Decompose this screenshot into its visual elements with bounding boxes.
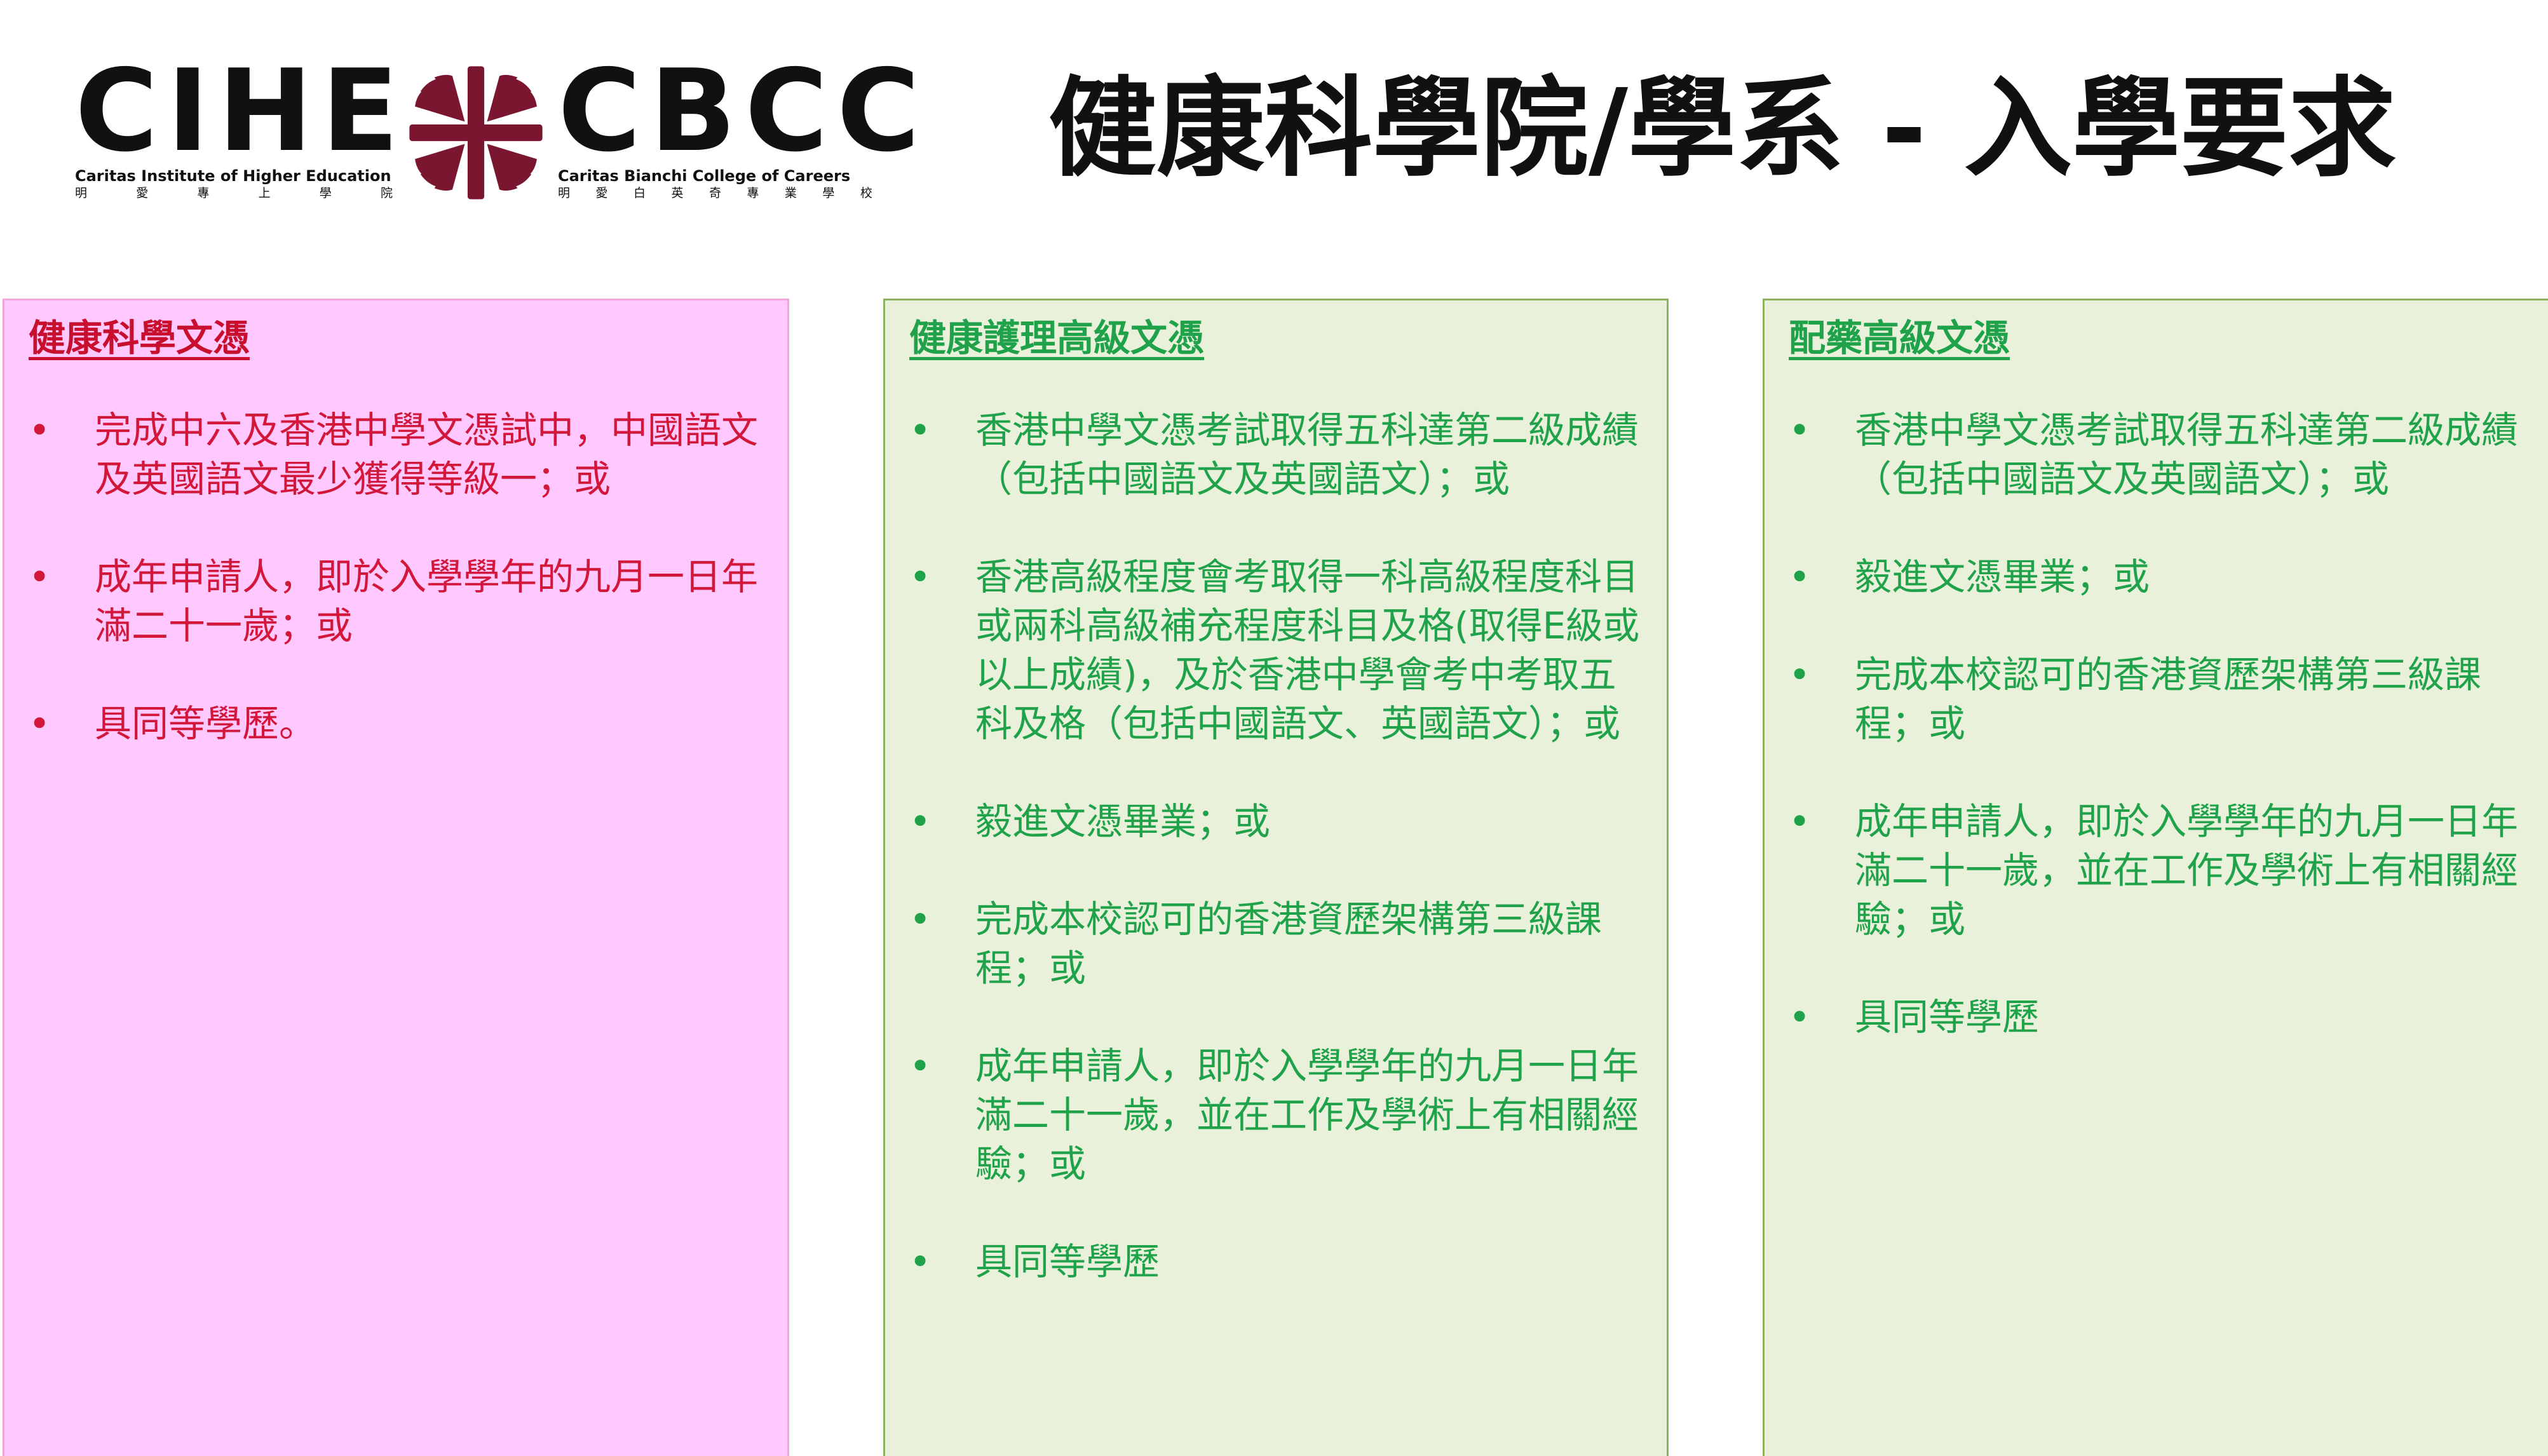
cbcc-logo: CBCC Caritas Bianchi College of Careers … — [558, 45, 929, 203]
bullet-icon: • — [909, 800, 932, 843]
bullet-icon: • — [29, 408, 51, 452]
list-item: •香港高級程度會考取得一科高級程度科目或兩科高級補充程度科目及格(取得E級或以上… — [909, 553, 1645, 748]
column-heading: 配藥高級文憑 — [1789, 316, 2010, 360]
caritas-cross-icon — [409, 66, 543, 199]
column-heading: 健康護理高級文憑 — [909, 316, 1205, 360]
list-item: •毅進文憑畢業；或 — [909, 797, 1645, 846]
bullet-icon: • — [909, 1240, 932, 1283]
list-item: •香港中學文憑考試取得五科達第二級成績（包括中國語文及英國語文）；或 — [909, 406, 1645, 504]
page-title: 健康科學院/學系 - 入學要求 — [1048, 66, 2397, 192]
bullet-icon: • — [1789, 800, 1811, 843]
list-item: •完成本校認可的香港資歷架構第三級課程；或 — [1789, 650, 2526, 748]
column-heading: 健康科學文憑 — [29, 316, 250, 360]
bullet-icon: • — [1789, 653, 1811, 696]
cihe-logo-wordmark: CIHE — [75, 45, 408, 177]
list-item: •具同等學歷 — [909, 1237, 1645, 1286]
cihe-logo: CIHE Caritas Institute of Higher Educati… — [75, 45, 408, 203]
cbcc-logo-english-name: Caritas Bianchi College of Careers — [558, 167, 851, 185]
list-item: •成年申請人，即於入學學年的九月一日年滿二十一歲；或 — [29, 553, 766, 650]
list-item: •成年申請人，即於入學學年的九月一日年滿二十一歲，並在工作及學術上有相關經驗；或 — [909, 1042, 1645, 1189]
cihe-logo-chinese-name: 明 愛 專 上 學 院 — [75, 186, 393, 200]
list-item: •具同等學歷。 — [29, 699, 766, 748]
bullet-icon: • — [909, 555, 932, 598]
cihe-logo-english-name: Caritas Institute of Higher Education — [75, 167, 391, 185]
column-health-care-higher-diploma: 健康護理高級文憑 •香港中學文憑考試取得五科達第二級成績（包括中國語文及英國語文… — [883, 299, 1669, 1456]
list-item: •具同等學歷 — [1789, 993, 2526, 1042]
bullet-icon: • — [909, 898, 932, 941]
list-item: •成年申請人，即於入學學年的九月一日年滿二十一歲，並在工作及學術上有相關經驗；或 — [1789, 797, 2526, 944]
column-health-science-diploma: 健康科學文憑 •完成中六及香港中學文憑試中，中國語文及英國語文最少獲得等級一；或… — [3, 299, 789, 1456]
bullet-icon: • — [909, 408, 932, 452]
requirement-list: •完成中六及香港中學文憑試中，中國語文及英國語文最少獲得等級一；或 •成年申請人… — [29, 406, 766, 748]
bullet-icon: • — [29, 702, 51, 745]
bullet-icon: • — [29, 555, 51, 598]
requirement-list: •香港中學文憑考試取得五科達第二級成績（包括中國語文及英國語文）；或 •香港高級… — [909, 406, 1645, 1286]
bullet-icon: • — [1789, 555, 1811, 598]
list-item: •完成中六及香港中學文憑試中，中國語文及英國語文最少獲得等級一；或 — [29, 406, 766, 504]
list-item: •香港中學文憑考試取得五科達第二級成績（包括中國語文及英國語文）；或 — [1789, 406, 2526, 504]
column-dispensing-higher-diploma: 配藥高級文憑 •香港中學文憑考試取得五科達第二級成績（包括中國語文及英國語文）；… — [1763, 299, 2548, 1456]
list-item: •毅進文憑畢業；或 — [1789, 553, 2526, 602]
cbcc-logo-chinese-name: 明 愛 白 英 奇 專 業 學 校 — [558, 186, 872, 200]
list-item: •完成本校認可的香港資歷架構第三級課程；或 — [909, 895, 1645, 993]
bullet-icon: • — [1789, 408, 1811, 452]
bullet-icon: • — [1789, 995, 1811, 1039]
bullet-icon: • — [909, 1044, 932, 1088]
cbcc-logo-wordmark: CBCC — [558, 45, 929, 177]
requirement-list: •香港中學文憑考試取得五科達第二級成績（包括中國語文及英國語文）；或 •毅進文憑… — [1789, 406, 2526, 1042]
